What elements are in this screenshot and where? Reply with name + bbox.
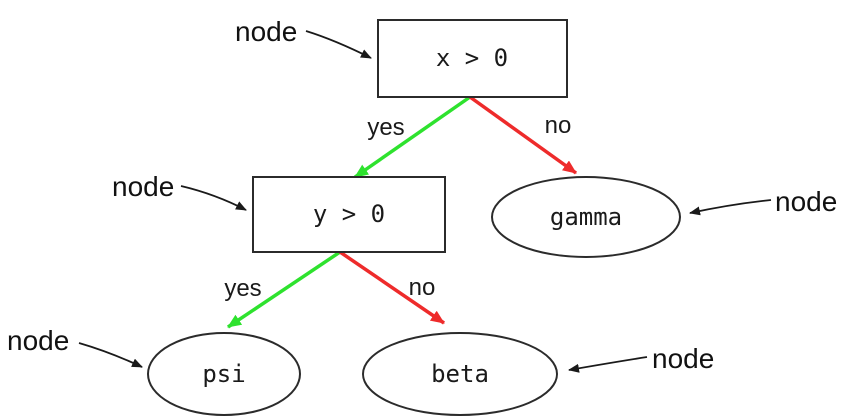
callout-label-left: node: [112, 171, 174, 202]
callout-arrow-psi: [78, 342, 143, 368]
node-gamma-label: gamma: [550, 203, 622, 231]
node-root-label: x > 0: [436, 44, 508, 72]
node-gamma-ellipse: [491, 176, 681, 258]
edge-label-root-yes: yes: [367, 114, 404, 141]
node-psi-label: psi: [202, 360, 245, 388]
edge-left-no: [339, 250, 445, 325]
callout-arrow-gamma: [689, 199, 772, 216]
edge-root-yes: [354, 95, 471, 179]
callout-arrow-left: [180, 185, 247, 211]
node-root-rect: [377, 19, 568, 98]
callout-arrow-root: [305, 30, 372, 59]
node-beta-ellipse: [362, 332, 558, 416]
callout-arrow-beta: [568, 356, 648, 373]
edge-left-yes: [227, 250, 341, 329]
callout-label-gamma: node: [775, 186, 837, 217]
edge-label-root-no: no: [545, 112, 572, 139]
node-left-label: y > 0: [313, 200, 385, 228]
callout-label-beta: node: [652, 343, 714, 374]
callout-label-psi: node: [7, 325, 69, 356]
edge-label-left-no: no: [409, 274, 436, 301]
callout-label-root: node: [235, 16, 297, 47]
edge-label-left-yes: yes: [224, 275, 261, 302]
node-left-rect: [252, 176, 446, 253]
node-psi-ellipse: [147, 332, 301, 416]
edge-root-no: [468, 95, 578, 175]
node-beta-label: beta: [431, 360, 489, 388]
